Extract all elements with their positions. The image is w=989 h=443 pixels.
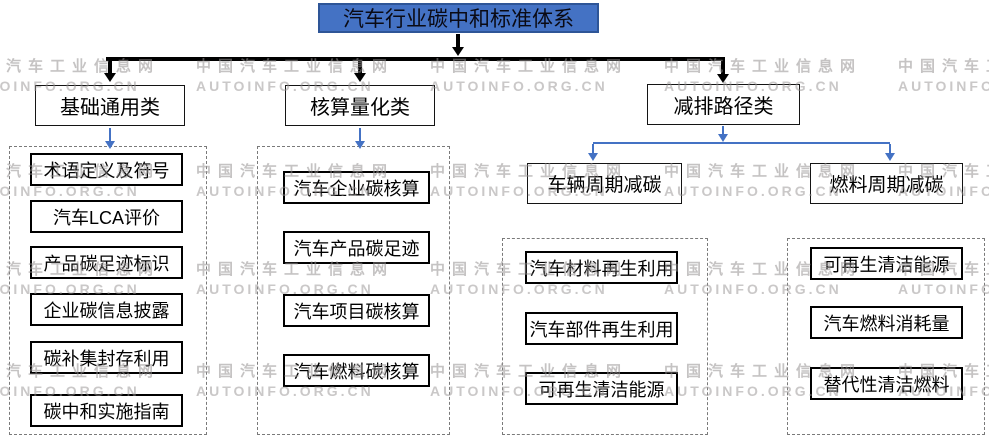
connector-drop-accounting-arrowhead-icon bbox=[354, 73, 366, 82]
group-fuel-cycle-container bbox=[787, 238, 985, 435]
connector-drop-reduction bbox=[721, 61, 725, 74]
watermark-cn: 中国汽车工业信息网 bbox=[898, 58, 989, 75]
vehicle-cycle-item-2: 汽车部件再生利用 bbox=[525, 312, 678, 345]
connector-drop-basic bbox=[108, 61, 112, 73]
basic-item-1: 术语定义及符号 bbox=[30, 153, 183, 186]
basic-item-6: 碳中和实施指南 bbox=[30, 394, 183, 427]
group-basic-container bbox=[9, 146, 207, 435]
connector-reduction-stem bbox=[722, 126, 724, 134]
connector-drop-basic-arrowhead-icon bbox=[104, 73, 116, 82]
watermark-en: AUTOINFO.ORG.CN bbox=[430, 78, 608, 94]
connector-drop-accounting bbox=[358, 61, 362, 73]
fuel-cycle-item-2: 汽车燃料消耗量 bbox=[810, 306, 963, 339]
accounting-item-4: 汽车燃料碳核算 bbox=[283, 354, 430, 387]
category-reduction: 减排路径类 bbox=[647, 84, 800, 125]
subcategory-vehicle-cycle: 车辆周期减碳 bbox=[527, 163, 682, 204]
group-accounting-container bbox=[257, 146, 450, 435]
connector-vehicle-arrowhead-icon bbox=[588, 153, 598, 161]
watermark-en: AUTOINFO.ORG.CN bbox=[898, 78, 989, 94]
connector-accounting-stem bbox=[359, 128, 361, 141]
root-node: 汽车行业碳中和标准体系 bbox=[318, 3, 599, 33]
fuel-cycle-item-1: 可再生清洁能源 bbox=[810, 247, 963, 280]
basic-item-4: 企业碳信息披露 bbox=[30, 293, 183, 326]
connector-accounting-arrowhead-icon bbox=[355, 141, 365, 149]
vehicle-cycle-item-3: 可再生清洁能源 bbox=[525, 372, 678, 405]
connector-fuel-stem bbox=[889, 144, 891, 153]
connector-root-arrowhead-icon bbox=[452, 47, 464, 56]
vehicle-cycle-item-1: 汽车材料再生利用 bbox=[525, 251, 678, 284]
connector-root-stem bbox=[456, 34, 460, 47]
fuel-cycle-item-3: 替代性清洁燃料 bbox=[810, 367, 963, 400]
connector-reduction-rail bbox=[593, 142, 890, 144]
connector-vehicle-stem bbox=[592, 144, 594, 153]
connector-basic-stem bbox=[109, 128, 111, 141]
connector-reduction-arrowhead-icon bbox=[718, 134, 728, 142]
category-accounting: 核算量化类 bbox=[285, 85, 435, 126]
accounting-item-3: 汽车项目碳核算 bbox=[283, 294, 430, 327]
subcategory-fuel-cycle: 燃料周期减碳 bbox=[810, 163, 963, 204]
basic-item-5: 碳补集封存利用 bbox=[30, 341, 183, 374]
connector-fuel-arrowhead-icon bbox=[885, 153, 895, 161]
accounting-item-1: 汽车企业碳核算 bbox=[283, 171, 430, 204]
watermark: 中国汽车工业信息网 AUTOINFO.ORG.CN bbox=[898, 55, 989, 94]
group-vehicle-cycle-container bbox=[502, 238, 708, 435]
basic-item-3: 产品碳足迹标识 bbox=[30, 246, 183, 279]
connector-drop-reduction-arrowhead-icon bbox=[717, 74, 729, 83]
connector-rail bbox=[106, 57, 725, 61]
category-basic: 基础通用类 bbox=[35, 85, 185, 126]
accounting-item-2: 汽车产品碳足迹 bbox=[283, 231, 430, 264]
basic-item-2: 汽车LCA评价 bbox=[30, 200, 183, 233]
connector-basic-arrowhead-icon bbox=[105, 141, 115, 149]
